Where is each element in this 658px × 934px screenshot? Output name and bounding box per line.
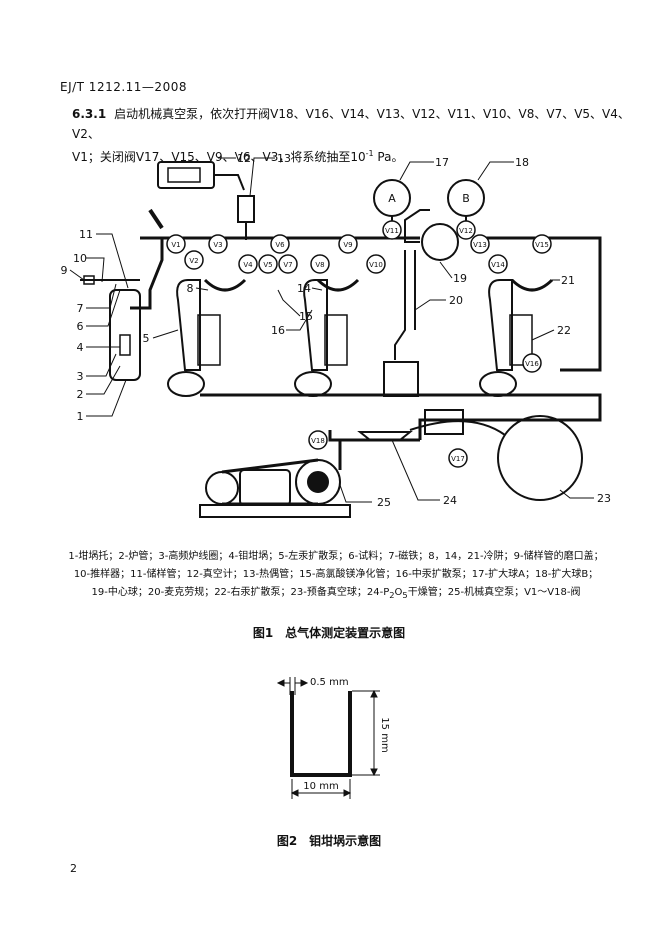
callout-number: 18 [515, 156, 529, 169]
callout-number: 4 [77, 341, 84, 354]
paragraph-text-1: 启动机械真空泵，依次打开阀V18、V16、V14、V13、V12、V11、V10… [72, 107, 630, 141]
middle-diffusion-pump [294, 279, 348, 397]
mcleod-reservoir [383, 361, 419, 397]
callout-number: 3 [77, 370, 84, 383]
molybdenum-crucible [119, 334, 131, 356]
legend-subscript: 2 [389, 590, 395, 600]
cold-trap-14 [316, 278, 360, 292]
vacuum-gauge [157, 161, 215, 189]
valve-label: V18 [311, 437, 325, 445]
mechanical-vacuum-pump [199, 458, 351, 518]
valve-label: V2 [189, 257, 198, 265]
valve-label: V17 [451, 455, 465, 463]
legend-line-1: 1-坩埚托；2-炉管；3-高频炉线圈；4-钼坩埚；5-左汞扩散泵；6-试料；7-… [68, 551, 604, 562]
callout-number: 21 [561, 274, 575, 287]
dim-wall-label: 0.5 mm [310, 677, 349, 688]
cold-trap-8 [203, 278, 247, 292]
callout-number: 13 [277, 152, 291, 165]
callout-number: 5 [143, 332, 150, 345]
bulb-b-label: B [462, 192, 470, 205]
legend-line-3c: 干燥管；25-机械真空泵；V1～V18-阀 [407, 587, 581, 598]
callout-number: 24 [443, 494, 457, 507]
figure2-crucible-diagram: 0.5 mm 15 mm 10 mm [276, 677, 390, 799]
central-bulb [421, 223, 459, 261]
thermocouple-tube [237, 195, 255, 223]
valve-label: V15 [535, 241, 549, 249]
page-number: 2 [70, 862, 77, 875]
furnace-assembly [80, 275, 141, 381]
inlet-stub [148, 208, 164, 230]
callout-number: 15 [299, 310, 313, 323]
valve-label: V8 [315, 261, 324, 269]
callout-number: 19 [453, 272, 467, 285]
crucible-profile [290, 691, 352, 777]
figure1-apparatus-diagram: V1 V2 V3 V4 V5 V6 V7 V8 V9 V10 V11 V12 V… [61, 152, 611, 518]
callout-number: 2 [77, 388, 84, 401]
valve-label: V16 [525, 360, 539, 368]
section-number: 6.3.1 [72, 107, 107, 121]
callout-number: 20 [449, 294, 463, 307]
bulb-a-label: A [388, 192, 396, 205]
valve-label: V6 [275, 241, 285, 249]
callout-number: 9 [61, 264, 68, 277]
valve-label: V5 [263, 261, 272, 269]
right-diffusion-pump [479, 279, 533, 397]
callout-number: 25 [377, 496, 391, 509]
valve-label: V3 [213, 241, 222, 249]
callout-number: 1 [77, 410, 84, 423]
figure1-legend: 1-坩埚托；2-炉管；3-高频炉线圈；4-钼坩埚；5-左汞扩散泵；6-试料；7-… [56, 548, 616, 604]
callout-number: 7 [77, 302, 84, 315]
valve-label: V9 [343, 241, 352, 249]
legend-line-3a: 19-中心球；20-麦克劳规；22-右汞扩散泵；23-预备真空球；24-P [91, 587, 390, 598]
cold-trap-21 [510, 278, 554, 292]
callout-number: 16 [271, 324, 285, 337]
valve-label: V13 [473, 241, 487, 249]
p2o5-drying-tube [357, 431, 413, 441]
figure1-caption: 图1 总气体测定装置示意图 [252, 626, 406, 640]
paragraph-line-2: V1；关闭阀V17、V15、V9、V6、V3，将系统抽至10-1 Pa。 [72, 144, 632, 167]
callout-number: 11 [79, 228, 93, 241]
dimension-lines [276, 677, 380, 799]
callout-leaders [69, 157, 594, 503]
valve-label: V14 [491, 261, 505, 269]
callout-number: 22 [557, 324, 571, 337]
paragraph-text-2b: Pa。 [373, 150, 404, 164]
callout-number: 23 [597, 492, 611, 505]
valve-label: V11 [385, 227, 399, 235]
mcleod-gauge [394, 250, 416, 360]
vacuum-gauge-display [167, 167, 201, 183]
callout-number: 10 [73, 252, 87, 265]
valve-group [166, 220, 552, 468]
legend-line-3: 19-中心球；20-麦克劳规；22-右汞扩散泵；23-预备真空球；24-P2O5… [56, 584, 616, 604]
legend-subscript: 5 [402, 590, 408, 600]
figure2-caption: 图2 钼坩埚示意图 [276, 834, 382, 848]
callout-number: 8 [187, 282, 194, 295]
reserve-vacuum-bulb [497, 415, 583, 501]
callout-number: 14 [297, 282, 311, 295]
dim-height-label: 15 mm [379, 717, 390, 752]
valve-label: V7 [283, 261, 292, 269]
gauge-lead [214, 174, 245, 191]
legend-line-3b: O [394, 587, 403, 598]
paragraph-text-2a: V1；关闭阀V17、V15、V9、V6、V3，将系统抽至10 [72, 150, 366, 164]
document-code: EJ/T 1212.11—2008 [60, 80, 187, 94]
callout-number: 6 [77, 320, 84, 333]
valve-label: V4 [243, 261, 253, 269]
paragraph-exponent: -1 [365, 149, 374, 158]
valve-label: V12 [459, 227, 473, 235]
valve-label: V1 [171, 241, 180, 249]
callout-number: 17 [435, 156, 449, 169]
left-line [130, 238, 164, 310]
valve-housing [424, 409, 464, 435]
valve-label: V10 [369, 261, 383, 269]
left-diffusion-pump [167, 279, 221, 397]
backing-line [200, 393, 602, 442]
callout-number: 12 [237, 152, 251, 165]
dim-width-label: 10 mm [303, 781, 338, 792]
legend-line-2: 10-推样器；11-储样管；12-真空计；13-热偶管；15-高氯酸镁净化管；1… [73, 569, 599, 580]
mcleod-link [404, 209, 430, 243]
